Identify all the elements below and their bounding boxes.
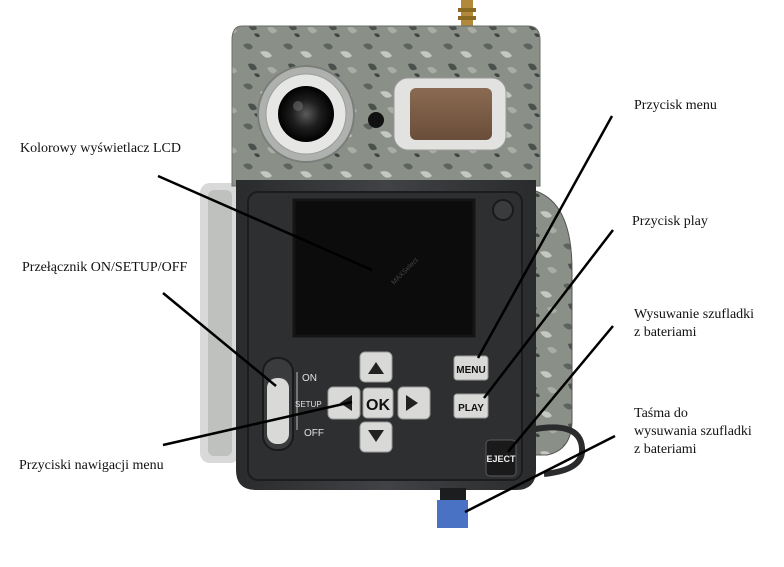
switch-setup-label: SETUP — [295, 400, 322, 409]
pointer-lines — [157, 115, 616, 514]
label-drawer-line2: z bateriami — [634, 325, 697, 340]
label-menu: Przycisk menu — [634, 98, 717, 113]
menu-button[interactable]: MENU — [453, 355, 489, 381]
eject-label: EJECT — [486, 454, 516, 464]
camera-lens — [257, 65, 355, 163]
label-strap-line3: z bateriami — [634, 442, 697, 457]
label-play: Przycisk play — [632, 214, 708, 229]
menu-label: MENU — [456, 365, 485, 376]
switch-off-label: OFF — [304, 428, 324, 439]
lcd-screen: MAXSelect — [292, 198, 476, 338]
play-button[interactable]: PLAY — [453, 393, 489, 419]
label-strap: Taśma do wysuwania szufladki z bateriami — [634, 405, 752, 459]
play-label: PLAY — [458, 403, 484, 414]
battery-strap — [437, 488, 468, 528]
ok-label: OK — [366, 397, 390, 414]
label-strap-line2: wysuwania szufladki — [634, 424, 752, 439]
pointer-drawer — [507, 325, 614, 453]
switch-on-label: ON — [302, 373, 317, 384]
label-strap-line1: Taśma do — [634, 406, 688, 421]
ok-button[interactable] — [362, 387, 394, 419]
pointer-nav — [162, 400, 353, 447]
label-drawer: Wysuwanie szufladki z bateriami — [634, 306, 754, 342]
pointer-menu — [476, 115, 614, 359]
label-nav: Przyciski nawigacji menu — [19, 458, 164, 473]
pointer-play — [483, 229, 614, 399]
pointer-lcd — [157, 174, 373, 272]
pir-window — [393, 77, 507, 151]
strap-hook — [529, 424, 586, 477]
pointer-strap — [464, 434, 616, 514]
eject-button[interactable]: EJECT — [485, 439, 517, 477]
label-switch: Przełącznik ON/SETUP/OFF — [22, 260, 188, 275]
antenna — [458, 0, 476, 30]
label-drawer-line1: Wysuwanie szufladki — [634, 307, 755, 322]
side-strap-left — [200, 183, 240, 463]
pointer-switch — [162, 292, 277, 387]
top-right-button[interactable] — [492, 199, 514, 221]
label-lcd: Kolorowy wyświetlacz LCD — [20, 141, 181, 156]
sensor-dot — [368, 112, 384, 128]
